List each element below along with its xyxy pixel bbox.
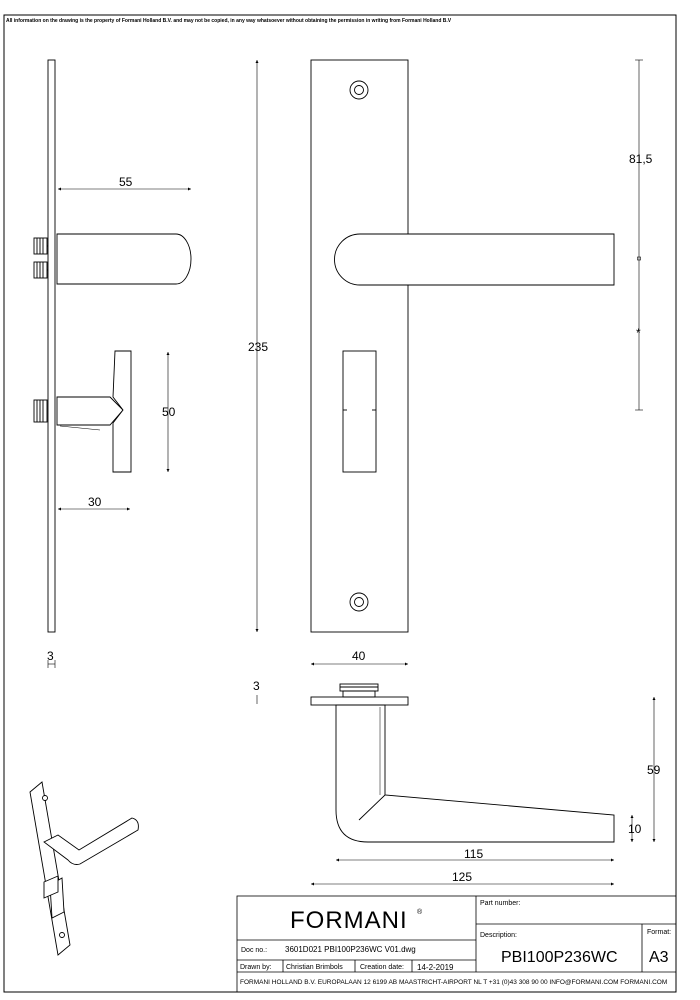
brand-logo: FORMANI — [290, 907, 408, 934]
dim-115: 115 — [464, 847, 483, 861]
title-block — [236, 895, 677, 993]
doc-label: Doc no.: — [241, 947, 267, 954]
side-backplate — [47, 59, 56, 633]
description-value: PBI100P236WC — [501, 949, 618, 966]
dim-star: * — [636, 326, 641, 340]
creation-label: Creation date: — [360, 964, 404, 971]
description-label: Description: — [480, 932, 517, 939]
dim-125: 125 — [452, 870, 472, 884]
top-rose — [310, 696, 409, 706]
front-view — [310, 59, 615, 633]
top-view — [310, 683, 615, 843]
side-knurl-bottom — [33, 399, 48, 423]
wc-indicator-slot — [342, 350, 377, 473]
iso-backplate — [29, 781, 71, 956]
side-thumbturn — [56, 396, 124, 426]
dim-3-bottom: 3 — [253, 679, 260, 693]
side-knurl-top — [33, 237, 48, 279]
drawn-value: Christian Brimbols — [286, 964, 343, 971]
front-lever — [334, 233, 615, 286]
company-footer: FORMANI HOLLAND B.V. EUROPALAAN 12 6199 … — [240, 979, 667, 986]
dim-10: 10 — [628, 822, 642, 836]
drawn-label: Drawn by: — [240, 964, 272, 971]
dim-235: 235 — [248, 340, 268, 354]
dim-30: 30 — [88, 495, 102, 509]
screw-hole-top — [349, 80, 369, 100]
dim-50: 50 — [162, 405, 176, 419]
dim-59: 59 — [647, 763, 661, 777]
copyright-notice: All information on the drawing is the pr… — [6, 18, 452, 24]
side-view — [33, 59, 192, 633]
dim-3-side: 3 — [47, 649, 54, 663]
top-dimensions — [311, 697, 656, 886]
isometric-view — [29, 781, 139, 956]
screw-hole-bottom — [349, 592, 369, 612]
format-label: Format: — [647, 929, 671, 936]
top-lever — [335, 704, 615, 843]
iso-lever — [43, 817, 139, 865]
registered-mark: ® — [417, 908, 423, 916]
part-number-label: Part number: — [480, 900, 521, 907]
side-lever — [56, 233, 192, 285]
front-dimensions — [311, 59, 643, 666]
front-backplate — [310, 59, 409, 633]
side-dimensions — [47, 60, 259, 704]
format-value: A3 — [649, 949, 669, 966]
dim-40: 40 — [352, 649, 366, 663]
creation-value: 14-2-2019 — [417, 963, 454, 972]
dim-81-5: 81,5 — [629, 152, 653, 166]
doc-value: 3601D021 PBI100P236WC V01.dwg — [285, 945, 416, 954]
dim-55: 55 — [119, 175, 133, 189]
side-thumbturn-wing — [112, 350, 132, 473]
